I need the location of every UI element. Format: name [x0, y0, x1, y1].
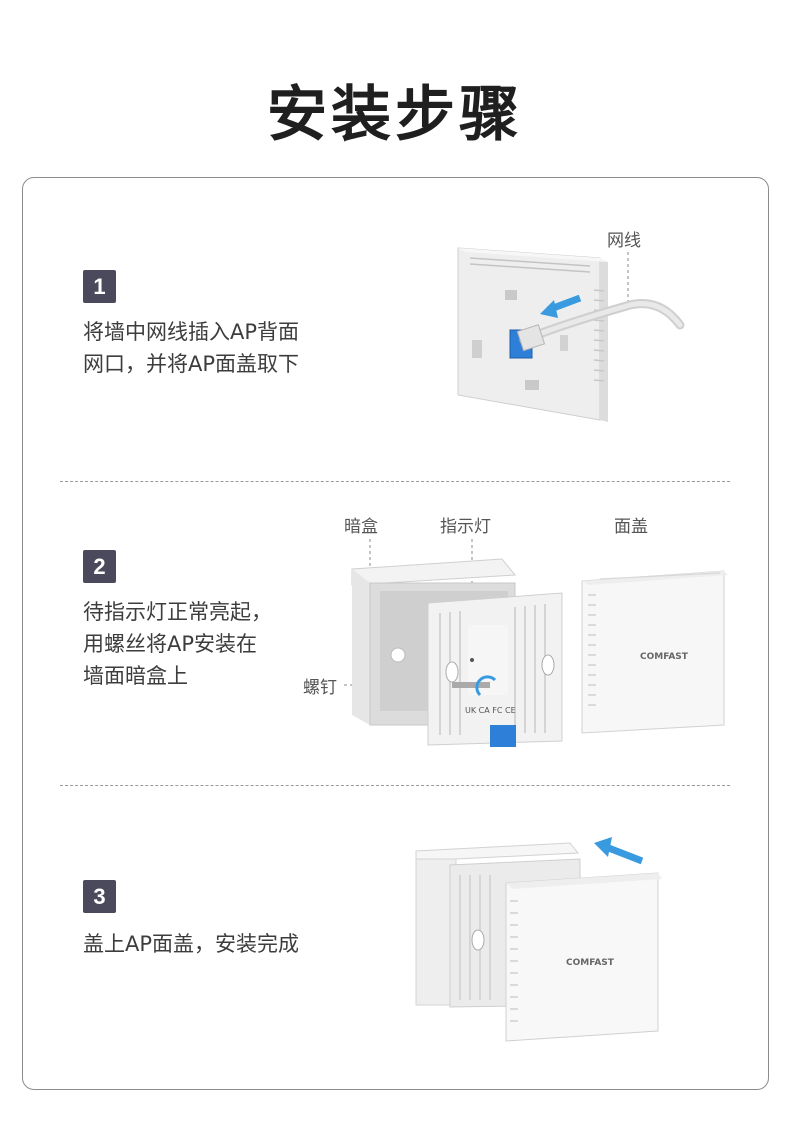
- step-2-line-2: 用螺丝将AP安装在: [83, 632, 258, 656]
- step-3-line-1: 盖上AP面盖，安装完成: [83, 932, 300, 956]
- step-2-badge: 2: [83, 550, 116, 583]
- step-1-badge: 1: [83, 270, 116, 303]
- callout-indicator: 指示灯: [440, 517, 491, 537]
- step-3-badge: 3: [83, 880, 116, 913]
- step-2-illustration: UK CA FC CE COMFAST: [344, 539, 728, 747]
- step-2-line-3: 墙面暗盒上: [83, 664, 188, 688]
- brand-logo: COMFAST: [566, 958, 615, 968]
- step-divider: [60, 481, 730, 482]
- step-1-line-2: 网口，并将AP面盖取下: [83, 352, 300, 376]
- callout-box: 暗盒: [344, 517, 378, 537]
- callout-cable: 网线: [607, 231, 641, 251]
- brand-logo: COMFAST: [640, 652, 689, 662]
- step-1-text: 将墙中网线插入AP背面 网口，并将AP面盖取下: [83, 316, 299, 380]
- callout-cover: 面盖: [614, 517, 648, 537]
- svg-text:UK CA FC CE: UK CA FC CE: [465, 706, 516, 715]
- page-title: 安装步骤: [267, 80, 523, 150]
- step-divider: [60, 785, 730, 786]
- step-2-line-1: 待指示灯正常亮起，: [83, 600, 272, 624]
- step-3-text: 盖上AP面盖，安装完成: [83, 928, 299, 960]
- step-3-illustration: COMFAST: [415, 837, 662, 1042]
- step-1-illustration: [457, 247, 685, 422]
- step-2-text: 待指示灯正常亮起， 用螺丝将AP安装在 墙面暗盒上: [83, 596, 272, 692]
- callout-screw: 螺钉: [303, 678, 337, 698]
- step-1-line-1: 将墙中网线插入AP背面: [83, 320, 300, 344]
